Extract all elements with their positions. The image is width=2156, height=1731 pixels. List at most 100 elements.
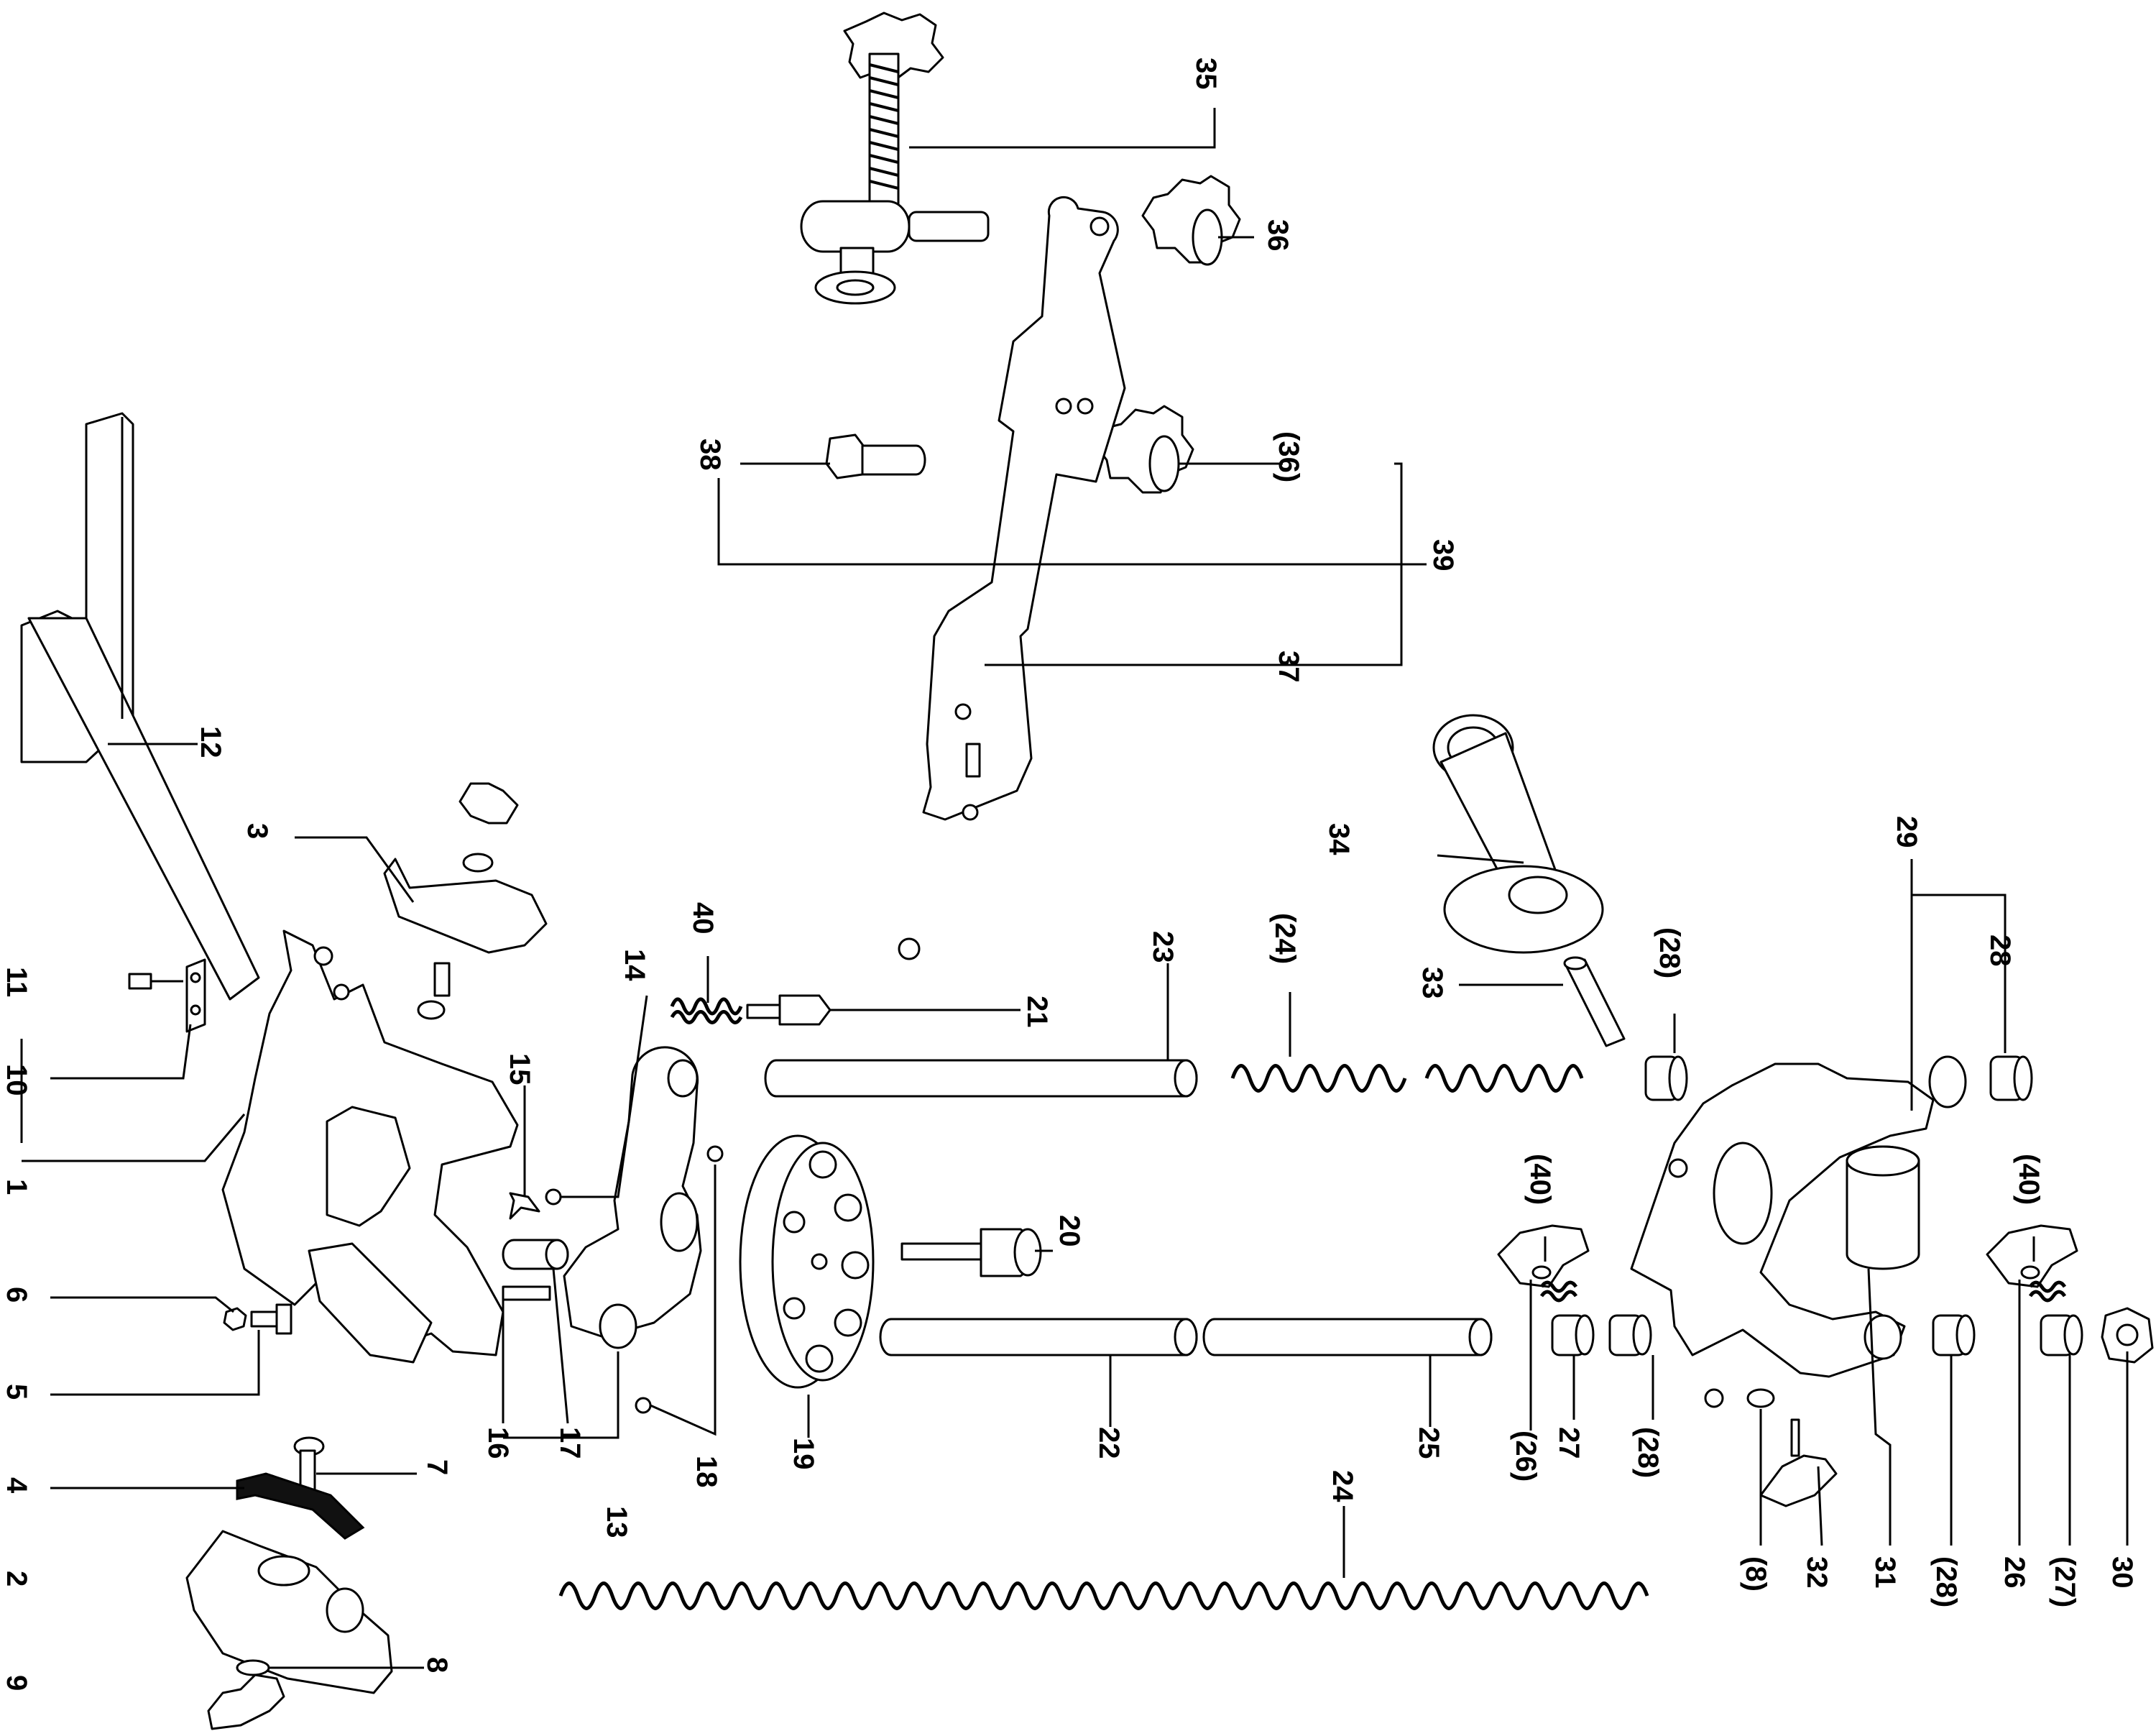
callout-35: 35 (1190, 58, 1222, 90)
callout-16: 16 (482, 1427, 514, 1459)
callout-28-ref-b: (28) (1632, 1427, 1664, 1478)
part-19-index-wheel (739, 1134, 875, 1389)
part-12-fence (20, 412, 260, 1001)
callout-28: 28 (1984, 935, 2016, 967)
part-6-nut (223, 1307, 247, 1331)
callout-20: 20 (1054, 1215, 1085, 1247)
part-24-spring-long (558, 1581, 1649, 1610)
callout-8-ref: (8) (1740, 1556, 1772, 1592)
part-21-detent-pin (746, 994, 831, 1026)
callout-27: 27 (1553, 1427, 1585, 1459)
part-27-bushing-a (1551, 1314, 1595, 1356)
callout-30: 30 (2106, 1556, 2138, 1589)
part-35-clamp-screw (800, 12, 990, 305)
callout-15: 15 (504, 1053, 535, 1085)
callout-26-ref: (26) (1510, 1431, 1542, 1482)
part-13-pivot-arm (563, 1046, 702, 1349)
part-27-bushing-b (2040, 1314, 2083, 1356)
part-28-bushing-b (1989, 1055, 2033, 1101)
callout-21: 21 (1021, 996, 1053, 1028)
callout-6: 6 (1, 1287, 32, 1303)
part-37-support-arm (898, 196, 1126, 960)
part-38-bolt (825, 433, 926, 479)
part-16-pin (502, 1285, 551, 1301)
part-32-knob (1759, 1418, 1838, 1507)
callout-34: 34 (1323, 823, 1355, 855)
callout-1: 1 (1, 1179, 32, 1195)
callout-10: 10 (1, 1064, 32, 1096)
callout-8: 8 (421, 1657, 453, 1673)
part-1-base (221, 929, 519, 1364)
callout-29: 29 (1891, 816, 1922, 848)
callout-37: 37 (1273, 651, 1304, 683)
part-34-handle (1432, 714, 1604, 954)
callout-39: 39 (1427, 539, 1459, 571)
part-29-pivot-bracket (1630, 1055, 1967, 1408)
callout-31: 31 (1869, 1556, 1901, 1589)
callout-25: 25 (1413, 1427, 1445, 1459)
part-10-plate (185, 958, 206, 1033)
part-28-bushing-d (1932, 1314, 1976, 1356)
part-2-bevel-bracket (185, 1530, 393, 1694)
part-8-washer-b (1746, 1388, 1775, 1408)
callout-17: 17 (554, 1427, 586, 1459)
part-26-knob-b (1986, 1224, 2078, 1288)
part-20-knob-pin (900, 1228, 1042, 1277)
part-22-tube (879, 1318, 1198, 1356)
part-18-ball-b (635, 1397, 652, 1414)
callout-26: 26 (1999, 1556, 2030, 1589)
part-9-knob (207, 1673, 285, 1730)
callout-40-ref-a: (40) (1524, 1154, 1556, 1205)
callout-labels: 35 36 (36) 38 39 37 12 3 11 10 1 6 5 7 4… (1, 58, 2138, 1691)
screw-thread (869, 63, 899, 190)
part-31-collar (1846, 1145, 1920, 1270)
callout-38: 38 (694, 439, 726, 471)
part-36-star-knob (1141, 175, 1241, 266)
callout-33: 33 (1416, 967, 1448, 999)
part-8-washer (236, 1659, 270, 1676)
part-17-bushing (502, 1239, 569, 1270)
part-18-ball (706, 1145, 724, 1162)
leader-lines (20, 108, 2129, 1669)
part-15-spring-clip (509, 1192, 540, 1220)
callout-32: 32 (1801, 1556, 1833, 1589)
callout-14: 14 (619, 949, 650, 981)
callout-3: 3 (241, 823, 273, 839)
part-14-screw (545, 1188, 562, 1206)
part-5-bolt (250, 1303, 292, 1335)
callout-40-ref-b: (40) (2013, 1154, 2045, 1205)
part-30-nut (2101, 1307, 2154, 1364)
part-26-knob-a (1497, 1224, 1590, 1288)
part-25-tube (1202, 1318, 1493, 1356)
callout-28-ref-c: (28) (1930, 1556, 1962, 1607)
callout-7: 7 (421, 1459, 453, 1475)
callout-24: 24 (1327, 1470, 1358, 1502)
part-40-spring-a (1539, 1280, 1578, 1303)
part-24-spring-short (1230, 1064, 1407, 1093)
callout-28-ref-a: (28) (1654, 927, 1685, 978)
part-40-small-spring (670, 997, 743, 1024)
part-23-tube (764, 1059, 1198, 1098)
part-28-bushing-c (1608, 1314, 1652, 1356)
callout-9: 9 (1, 1675, 32, 1691)
callout-4: 4 (1, 1477, 32, 1494)
callout-40: 40 (687, 902, 719, 935)
callout-36-ref: (36) (1273, 431, 1304, 482)
part-40-spring-b (2028, 1280, 2067, 1303)
part-36-star-knob-b (1095, 405, 1194, 494)
callout-23: 23 (1147, 931, 1179, 963)
callout-19: 19 (788, 1438, 819, 1470)
callout-27-ref: (27) (2049, 1556, 2081, 1607)
callout-36: 36 (1262, 219, 1294, 252)
part-24-spring-short-b (1424, 1064, 1584, 1093)
callout-5: 5 (1, 1384, 32, 1400)
callout-13: 13 (601, 1506, 632, 1538)
callout-22: 22 (1093, 1427, 1125, 1459)
callout-12: 12 (195, 726, 226, 758)
part-4-bevel-scale (236, 1472, 365, 1540)
callout-24-ref: (24) (1269, 913, 1301, 964)
part-28-bushing-a (1644, 1055, 1688, 1101)
part-3-lock-lever (383, 782, 548, 1020)
callout-2: 2 (1, 1571, 32, 1587)
